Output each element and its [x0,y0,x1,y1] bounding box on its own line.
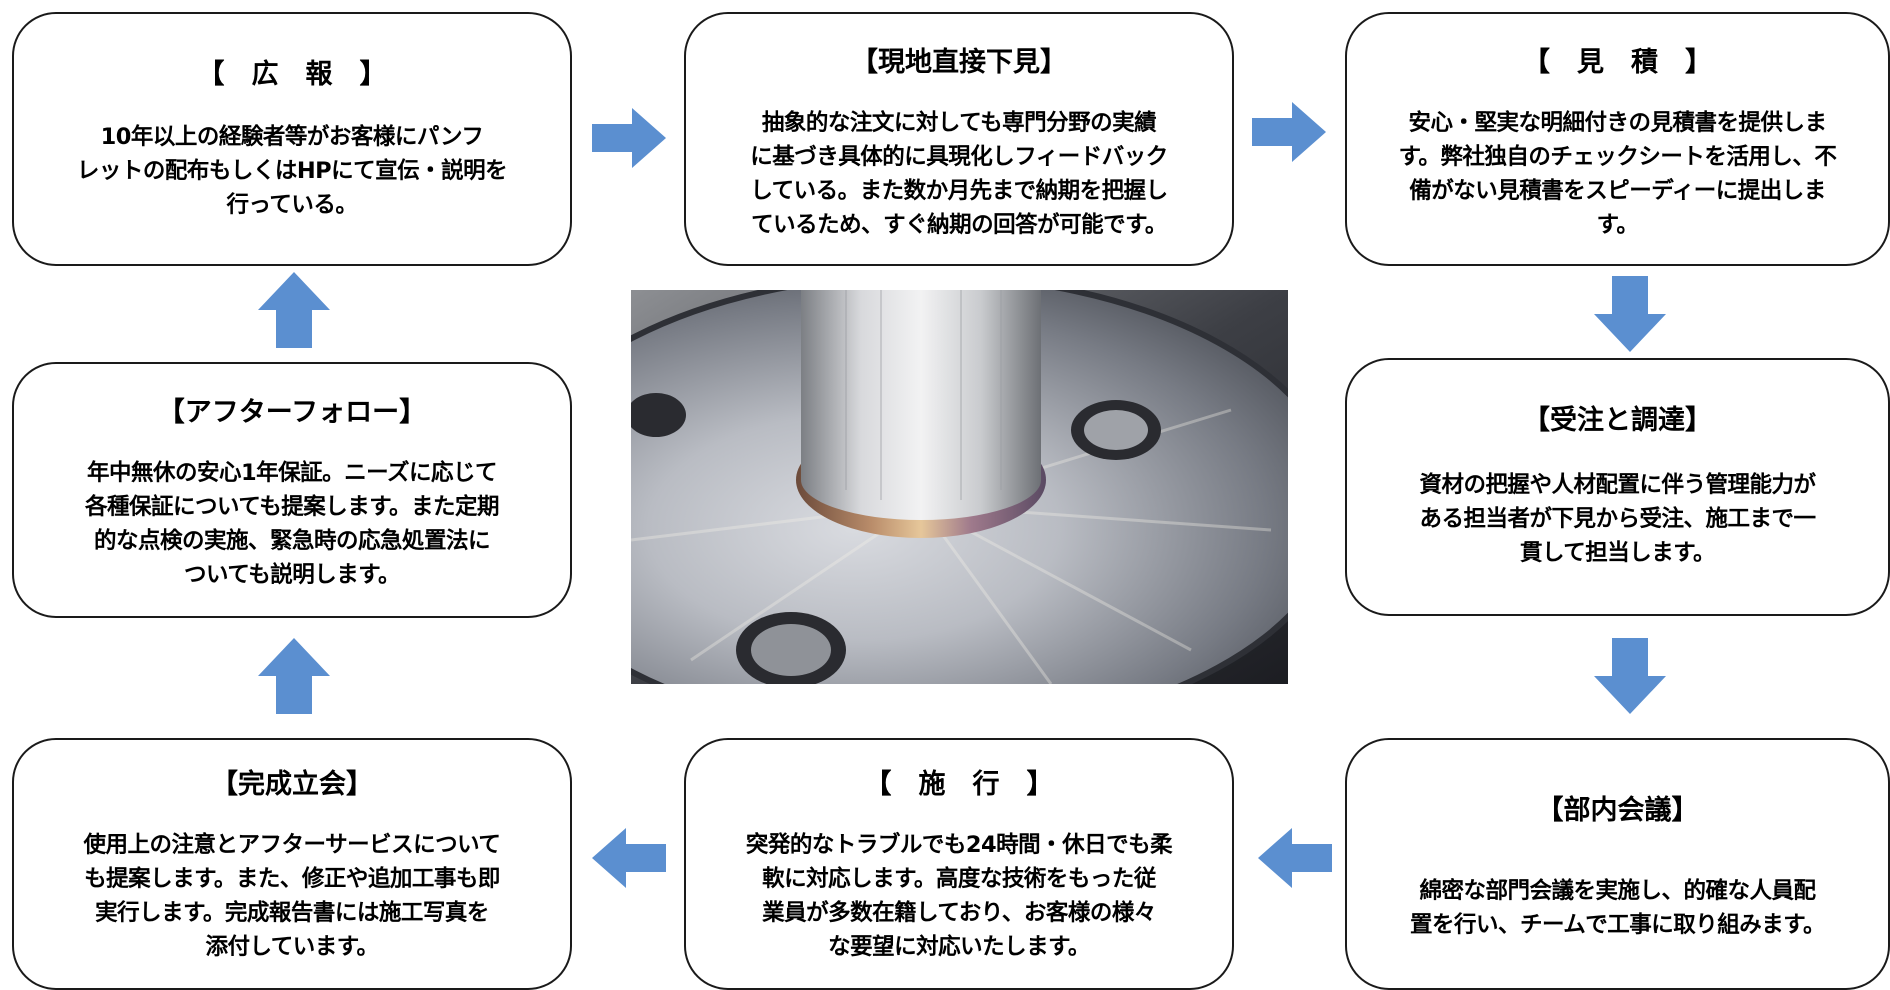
step-title: 【完成立会】 [211,769,373,800]
step-kansei-tachiai: 【完成立会】 使用上の注意とアフターサービスについて も提案します。また、修正や… [12,738,572,990]
step-description: 綿密な部門会議を実施し、的確な人員配 置を行い、チームで工事に取り組みます。 [1409,878,1826,938]
welded-flange-photo [631,290,1288,684]
step-title: 【 広 報 】 [197,59,387,90]
arrow-down-icon [1594,638,1666,714]
step-title: 【部内会議】 [1536,795,1699,826]
step-title: 【 施 行 】 [864,769,1054,800]
step-kouhou: 【 広 報 】 10年以上の経験者等がお客様にパンフ レットの配布もしくはHPに… [12,12,572,266]
step-sekou: 【 施 行 】 突発的なトラブルでも24時間・休日でも柔 軟に対応します。高度な… [684,738,1234,990]
step-juchuu-chotatsu: 【受注と調達】 資材の把握や人材配置に伴う管理能力が ある担当者が下見から受注、… [1345,358,1890,616]
step-bunai-kaigi: 【部内会議】 綿密な部門会議を実施し、的確な人員配 置を行い、チームで工事に取り… [1345,738,1890,990]
step-description: 年中無休の安心1年保証。ニーズに応じて 各種保証についても提案します。また定期 … [85,460,499,588]
step-after-follow: 【アフターフォロー】 年中無休の安心1年保証。ニーズに応じて 各種保証についても… [12,362,572,618]
arrow-left-icon [592,828,666,888]
arrow-down-icon [1594,276,1666,352]
arrow-up-icon [258,272,330,348]
step-title: 【現地直接下見】 [851,47,1067,78]
arrow-right-icon [1252,102,1326,162]
step-description: 安心・堅実な明細付きの見積書を提供しま す。弊社独自のチェックシートを活用し、不… [1398,110,1837,238]
arrow-left-icon [1258,828,1332,888]
step-description: 10年以上の経験者等がお客様にパンフ レットの配布もしくはHPにて宣伝・説明を … [76,124,508,218]
step-description: 抽象的な注文に対しても専門分野の実績 に基づき具体的に具現化しフィードバック し… [750,110,1168,238]
step-description: 突発的なトラブルでも24時間・休日でも柔 軟に対応します。高度な技術をもった従 … [745,832,1173,960]
step-description: 資材の把握や人材配置に伴う管理能力が ある担当者が下見から受注、施工まで一 貫し… [1419,472,1816,566]
step-description: 使用上の注意とアフターサービスについて も提案します。また、修正や追加工事も即 … [83,832,501,960]
step-mitsumori: 【 見 積 】 安心・堅実な明細付きの見積書を提供しま す。弊社独自のチェックシ… [1345,12,1890,266]
step-title: 【アフターフォロー】 [157,397,427,428]
step-title: 【受注と調達】 [1523,405,1712,436]
arrow-up-icon [258,638,330,714]
step-title: 【 見 積 】 [1523,47,1712,78]
step-genchi-shitami: 【現地直接下見】 抽象的な注文に対しても専門分野の実績 に基づき具体的に具現化し… [684,12,1234,266]
arrow-right-icon [592,108,666,168]
